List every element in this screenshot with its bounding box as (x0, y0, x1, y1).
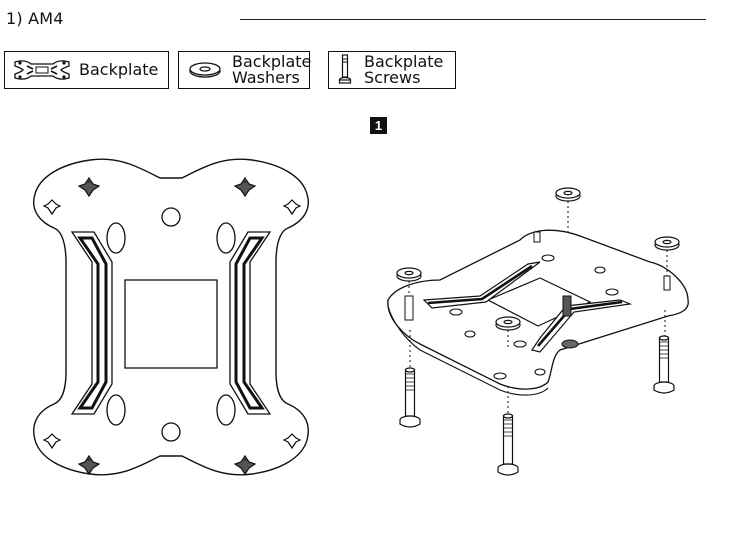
part-label: Backplate (79, 60, 159, 79)
slot (106, 222, 126, 254)
hole (161, 207, 181, 227)
section-heading: 1) AM4 (6, 9, 64, 28)
washer-icon (189, 62, 221, 78)
left-rail (70, 231, 113, 415)
right-rail (229, 231, 272, 415)
slot (216, 394, 236, 426)
side-keyhole (42, 199, 302, 450)
slot (106, 394, 126, 426)
washer (396, 187, 680, 331)
hole (161, 422, 181, 442)
part-backplate: Backplate (4, 51, 169, 89)
heading-divider (240, 19, 706, 20)
step-number-badge: 1 (370, 117, 387, 134)
backplate-icon (14, 60, 70, 80)
screw (399, 335, 675, 476)
screw-icon (338, 54, 352, 84)
center-cutout (124, 279, 218, 369)
slot (216, 222, 236, 254)
corner-nut (77, 176, 257, 476)
